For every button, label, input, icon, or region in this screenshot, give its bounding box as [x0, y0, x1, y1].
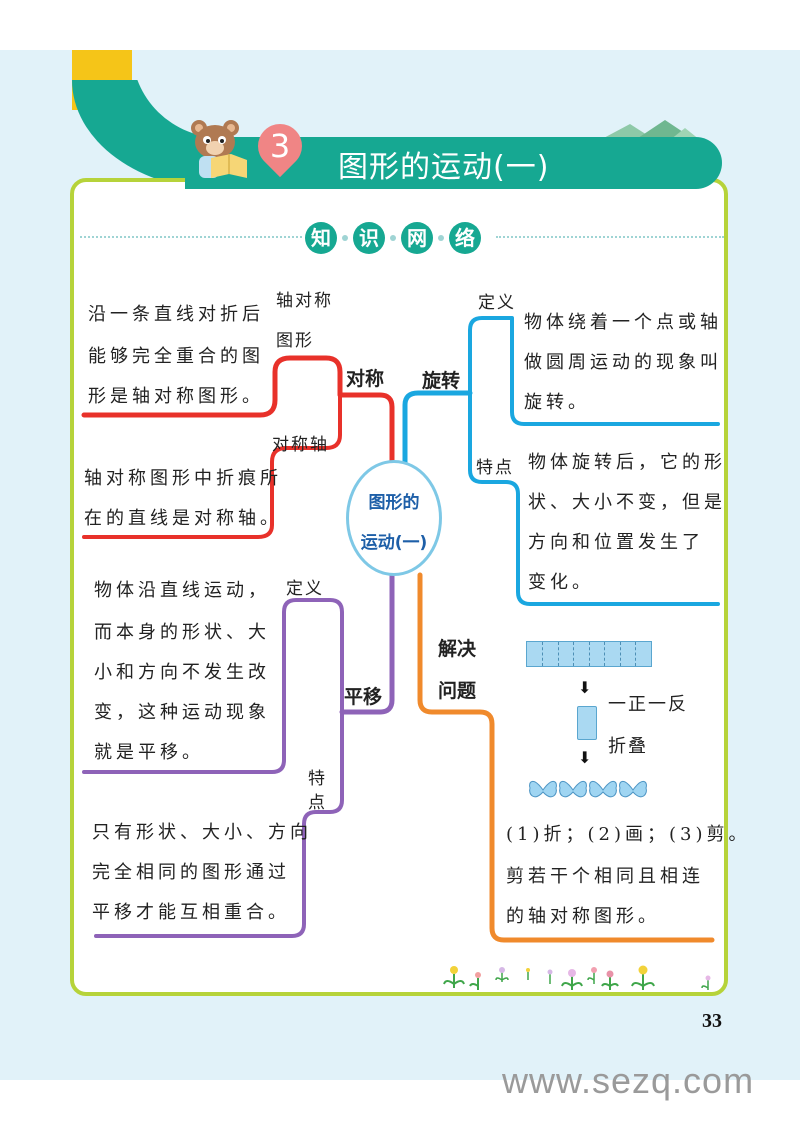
dotted-divider-right — [496, 236, 724, 238]
problem-solving-text-line: (1)折；(2)画；(3)剪。 — [506, 824, 751, 845]
rotation-feature-line: 变化。 — [528, 572, 594, 593]
butterfly-chain-icon — [529, 781, 647, 798]
keyword-separator-dot — [390, 235, 396, 241]
symmetry-definition-line: 形是轴对称图形。 — [88, 386, 264, 407]
rotation-definition-line: 物体绕着一个点或轴 — [524, 312, 722, 333]
problem-solving-text-line: 剪若干个相同且相连 — [506, 866, 704, 887]
flowers-decoration — [443, 965, 711, 990]
keyword-separator-dot — [438, 235, 444, 241]
symmetry-definition-line: 能够完全重合的图 — [88, 346, 264, 367]
fold-step-label-line2: 折叠 — [608, 736, 648, 757]
rotation-feature-line: 状、大小不变，但是 — [528, 492, 726, 513]
center-node — [346, 460, 442, 576]
watermark: www.sezq.com — [502, 1060, 755, 1101]
symmetry-definition-line: 沿一条直线对折后 — [88, 304, 264, 325]
rotation-feature-line: 方向和位置发生了 — [528, 532, 704, 553]
rotation-definition-line: 做圆周运动的现象叫 — [524, 352, 722, 373]
content-card — [70, 178, 728, 996]
page-title: 图形的运动(一) — [338, 150, 550, 185]
dotted-divider-left — [80, 236, 302, 238]
folded-paper-icon — [577, 706, 597, 740]
down-arrow-icon: ⬇ — [578, 678, 592, 697]
problem-solving-text-line: 的轴对称图形。 — [506, 906, 660, 927]
branch-translation-label: 平移 — [344, 686, 383, 708]
symmetry-axis-figure-label-line1: 轴对称 — [276, 291, 333, 311]
translation-definition-label: 定义 — [286, 579, 324, 599]
section-keyword: 网 — [401, 222, 433, 254]
bear-reading-icon — [191, 120, 247, 178]
chapter-number: 3 — [269, 127, 291, 165]
fold-step-label-line1: 一正一反 — [608, 694, 688, 715]
down-arrow-icon: ⬇ — [578, 748, 592, 767]
translation-feature-line: 平移才能互相重合。 — [92, 902, 290, 923]
branch-rotation-label: 旋转 — [422, 370, 461, 392]
symmetry-axis-text-line: 在的直线是对称轴。 — [84, 508, 282, 529]
section-keyword: 知 — [305, 222, 337, 254]
rotation-definition-label: 定义 — [478, 293, 516, 313]
branch-problem-solving-label-line1: 解决 — [438, 638, 477, 660]
symmetry-axis-figure-label-line2: 图形 — [276, 331, 314, 351]
page-number: 33 — [702, 1010, 722, 1032]
translation-definition-line: 变，这种运动现象 — [94, 702, 270, 723]
branch-symmetry-label: 对称 — [346, 368, 385, 390]
translation-definition-line: 而本身的形状、大 — [94, 622, 270, 643]
rotation-feature-label: 特点 — [476, 458, 514, 478]
rotation-definition-line: 旋转。 — [524, 392, 590, 413]
keyword-separator-dot — [342, 235, 348, 241]
translation-feature-label-line1: 特 — [308, 769, 327, 789]
translation-definition-line: 小和方向不发生改 — [94, 662, 270, 683]
translation-definition-line: 物体沿直线运动， — [94, 580, 270, 601]
translation-definition-line: 就是平移。 — [94, 742, 204, 763]
branch-problem-solving-label-line2: 问题 — [438, 680, 477, 702]
rotation-feature-line: 物体旋转后，它的形 — [528, 452, 726, 473]
paper-strip-illustration — [526, 641, 652, 667]
translation-feature-label-line2: 点 — [308, 793, 327, 813]
translation-feature-line: 完全相同的图形通过 — [92, 862, 290, 883]
center-node-line1: 图形的 — [368, 493, 420, 513]
section-keyword: 识 — [353, 222, 385, 254]
section-keyword: 络 — [449, 222, 481, 254]
center-node-line2: 运动(一) — [360, 533, 428, 553]
translation-feature-line: 只有形状、大小、方向 — [92, 822, 312, 843]
symmetry-axis-text-line: 轴对称图形中折痕所 — [84, 468, 282, 489]
symmetry-axis-label: 对称轴 — [272, 435, 329, 455]
